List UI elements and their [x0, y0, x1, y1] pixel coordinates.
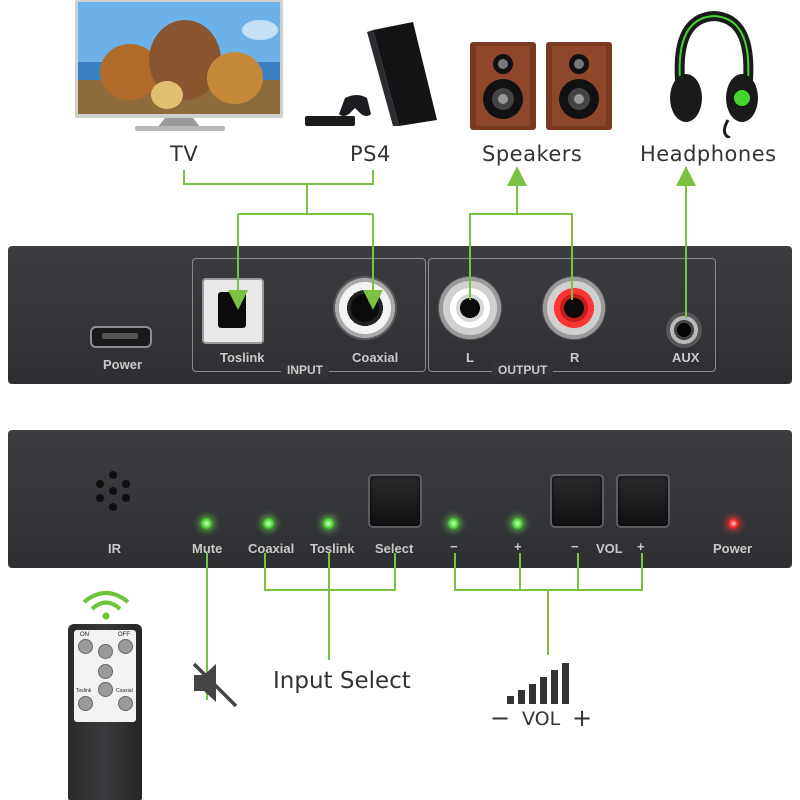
wifi-signal-icon [80, 590, 132, 620]
mute-speaker-icon [190, 658, 240, 708]
remote-coaxial-label: Coaxial [116, 688, 133, 694]
vol-minus-label-2: − [571, 539, 579, 554]
headphones-label: Headphones [640, 142, 777, 166]
power-port[interactable] [90, 326, 152, 348]
coaxial-label: Coaxial [352, 350, 399, 365]
ir-sensor [88, 466, 138, 516]
front-panel: IR Mute Coaxial Toslink Select − + − VOL… [8, 430, 792, 568]
vol-callout-plus: + [572, 704, 593, 732]
output-group-label: OUTPUT [492, 363, 554, 377]
remote-off-button[interactable] [118, 639, 133, 654]
remote-coaxial-button[interactable] [118, 696, 133, 711]
remote-vol-down-button[interactable] [98, 682, 113, 697]
toslink-port[interactable] [202, 278, 264, 344]
toslink-label: Toslink [220, 350, 265, 365]
vol-label: VOL [596, 541, 623, 556]
remote-on-button[interactable] [78, 639, 93, 654]
vol-plus-label-2: + [637, 539, 645, 554]
remote-toslink-button[interactable] [78, 696, 93, 711]
vol-callout-minus: − [490, 704, 511, 732]
ps4-image [305, 22, 440, 130]
vol-down-led [448, 518, 459, 529]
input-group-label: INPUT [281, 363, 329, 377]
speakers-label: Speakers [482, 142, 583, 166]
rear-power-label: Power [103, 357, 143, 372]
select-button[interactable] [368, 474, 422, 528]
coaxial-led [263, 518, 274, 529]
vol-up-led [512, 518, 523, 529]
power-led [728, 518, 739, 529]
remote-mute-button[interactable] [98, 644, 113, 659]
mute-label: Mute [192, 541, 223, 556]
remote-on-label: ON [80, 632, 89, 638]
tv-image [75, 0, 283, 132]
volume-up-button[interactable] [616, 474, 670, 528]
ir-label: IR [108, 541, 121, 556]
remote-vol-up-button[interactable] [98, 664, 113, 679]
speakers-image [470, 42, 612, 130]
input-select-label: Input Select [273, 668, 411, 694]
toslink-front-label: Toslink [310, 541, 355, 556]
remote-toslink-label: Toslink [76, 688, 92, 694]
toslink-led [323, 518, 334, 529]
aux-output-label: AUX [672, 350, 700, 365]
tv-label: TV [170, 142, 199, 166]
ps4-label: PS4 [350, 142, 391, 166]
right-output-label: R [570, 350, 580, 365]
right-output-port[interactable] [542, 276, 606, 340]
volume-down-button[interactable] [550, 474, 604, 528]
remote-off-label: OFF [118, 632, 130, 638]
remote-control: ON OFF Toslink Coaxial [68, 624, 142, 800]
left-output-label: L [466, 350, 474, 365]
select-label: Select [375, 541, 414, 556]
vol-callout-label: VOL [522, 708, 561, 730]
volume-bars-icon [505, 662, 577, 704]
coaxial-front-label: Coaxial [248, 541, 295, 556]
vol-minus-label-1: − [450, 539, 458, 554]
mute-led [201, 518, 212, 529]
aux-output-port[interactable] [666, 312, 702, 348]
headphones-image [670, 10, 758, 140]
vol-plus-label-1: + [514, 539, 522, 554]
front-power-label: Power [713, 541, 753, 556]
